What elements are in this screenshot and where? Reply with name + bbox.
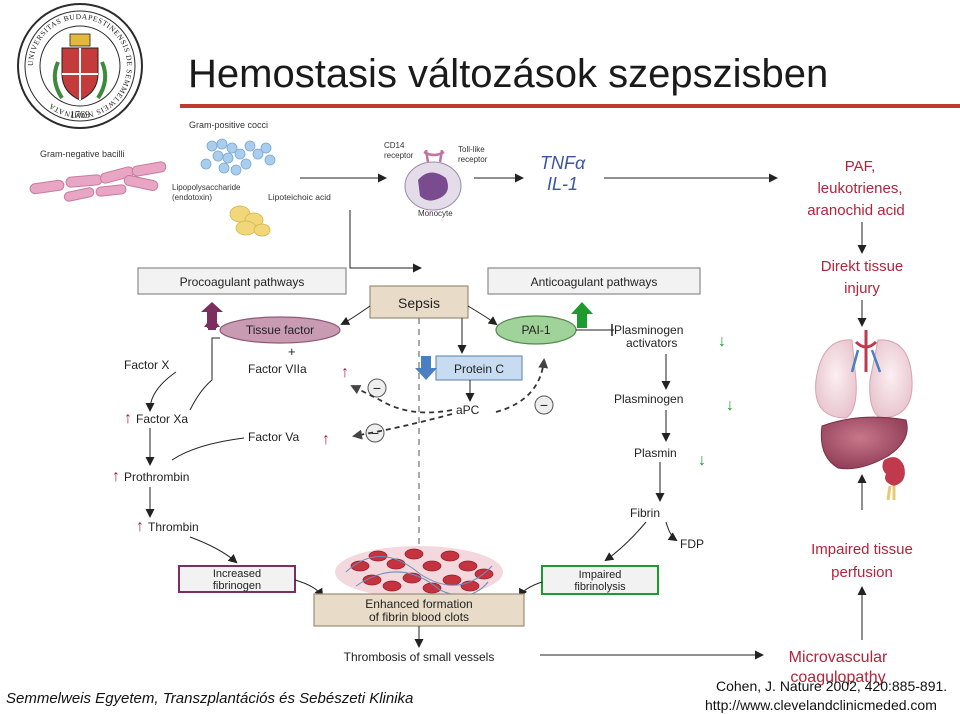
university-seal-icon: UNIVERSITAS BUDAPESTINENSIS DE SEMMELWEI… (17, 3, 143, 129)
svg-text:−: − (373, 380, 381, 396)
kidney-icon (882, 457, 905, 501)
citation-url: http://www.clevelandclinicmeded.com (705, 697, 937, 713)
page-title: Hemostasis változások szepszisben (188, 52, 829, 96)
factor-va-up-arrow: ↑ (322, 431, 330, 448)
protein-c-label: Protein C (454, 362, 504, 376)
increased-fibrinogen-box (178, 565, 296, 593)
lta-label: Lipoteichoic acid (268, 192, 331, 202)
gram-positive-cocci-icon (200, 138, 276, 176)
impaired-fibrinolysis-sub-label: fibrinolysis (574, 581, 626, 593)
thrombin-label: Thrombin (148, 520, 199, 534)
tissue-factor-oval (219, 316, 341, 344)
coagulopathy-label: coagulopathy (790, 669, 885, 686)
plasminogen-activators-down-arrow: ↓ (718, 333, 726, 350)
inhibit-pai-icon: − (534, 395, 554, 415)
pai1-up-arrow-icon (571, 302, 593, 328)
gram-positive-label: Gram-positive cocci (189, 120, 268, 130)
prothrombin-up-arrow: ↑ (112, 468, 120, 485)
cd14-label: CD14 (384, 141, 405, 150)
pai1-label: PAI-1 (521, 323, 550, 337)
lps-label: Lipopolysaccharide (172, 183, 241, 192)
prothrombin-label: Prothrombin (124, 470, 189, 484)
footer-institution: Semmelweis Egyetem, Transzplantációs és … (6, 690, 414, 707)
monocyte-label: Monocyte (418, 209, 453, 218)
factor-viia-label: Factor VIIa (248, 362, 307, 376)
factor-va-label: Factor Va (248, 430, 299, 444)
thrombin-up-arrow: ↑ (136, 518, 144, 535)
factor-xa-label: Factor Xa (136, 412, 188, 426)
impaired-perfusion-label: Impaired tissue (811, 541, 913, 558)
arachidonic-label: aranochid acid (807, 202, 905, 219)
protein-c-box (435, 355, 523, 381)
sepsis-label: Sepsis (398, 295, 440, 311)
apc-label: aPC (456, 403, 480, 417)
increased-fibrinogen-label: Increased (213, 568, 261, 580)
impaired-perfusion-sub-label: perfusion (831, 564, 893, 581)
sepsis-box (369, 285, 469, 319)
monocyte-icon (404, 149, 462, 211)
tlr-label: Toll-like (458, 145, 485, 154)
thrombosis-label: Thrombosis of small vessels (344, 650, 495, 664)
title-underline (180, 104, 960, 108)
plasminogen-down-arrow: ↓ (726, 397, 734, 414)
anticoagulant-label: Anticoagulant pathways (531, 275, 658, 289)
plasmin-down-arrow: ↓ (698, 452, 706, 469)
impaired-fibrinolysis-label: Impaired (579, 569, 622, 581)
microvascular-label: Microvascular (789, 649, 888, 666)
enhanced-formation-label: Enhanced formation (365, 597, 472, 611)
svg-text:1769: 1769 (70, 110, 90, 121)
enhanced-formation-sub-label: of fibrin blood clots (369, 610, 469, 624)
inhibit-viia-icon: − (365, 423, 385, 443)
tlr-sub-label: receptor (458, 155, 488, 164)
procoagulant-label: Procoagulant pathways (180, 275, 305, 289)
leukotrienes-label: leukotrienes, (817, 180, 902, 197)
protein-c-down-arrow-icon (415, 356, 437, 380)
svg-text:−: − (540, 397, 548, 413)
plasminogen-activators-sub-label: activators (626, 336, 677, 350)
anticoagulant-box (487, 267, 701, 295)
lungs-icon (815, 330, 913, 419)
tissue-factor-label: Tissue factor (246, 323, 314, 337)
gram-negative-label: Gram-negative bacilli (40, 149, 125, 159)
fibrin-label: Fibrin (630, 506, 660, 520)
fibrin-clot-icon (335, 546, 503, 598)
increased-fibrinogen-sub-label: fibrinogen (213, 580, 261, 592)
cd14-sub-label: receptor (384, 151, 414, 160)
svg-text:−: − (371, 425, 379, 441)
plasminogen-label: Plasminogen (614, 392, 683, 406)
il1-label: IL-1 (547, 174, 578, 194)
lps-sub-label: (endotoxin) (172, 193, 212, 202)
impaired-fibrinolysis-box (541, 565, 659, 595)
lipoteichoic-acid-icon (229, 205, 271, 237)
citation-reference: Cohen, J. Nature 2002, 420:885-891. (716, 678, 948, 694)
direkt-injury-label: Direkt tissue (821, 258, 904, 275)
direkt-injury-sub-label: injury (844, 280, 880, 297)
paf-label: PAF, (845, 158, 876, 175)
tnf-label: TNFα (540, 153, 586, 173)
inhibit-va-icon: − (367, 378, 387, 398)
liver-icon (820, 416, 908, 470)
procoagulant-box (137, 267, 347, 295)
plasmin-label: Plasmin (634, 446, 677, 460)
fdp-label: FDP (680, 537, 704, 551)
factor-xa-up-arrow: ↑ (124, 410, 132, 427)
plus-sign: + (288, 344, 296, 359)
factor-x-label: Factor X (124, 358, 169, 372)
gram-negative-bacilli-icon (29, 161, 167, 202)
factor-viia-up-arrow: ↑ (341, 364, 349, 381)
plasminogen-activators-label: Plasminogen (614, 323, 683, 337)
